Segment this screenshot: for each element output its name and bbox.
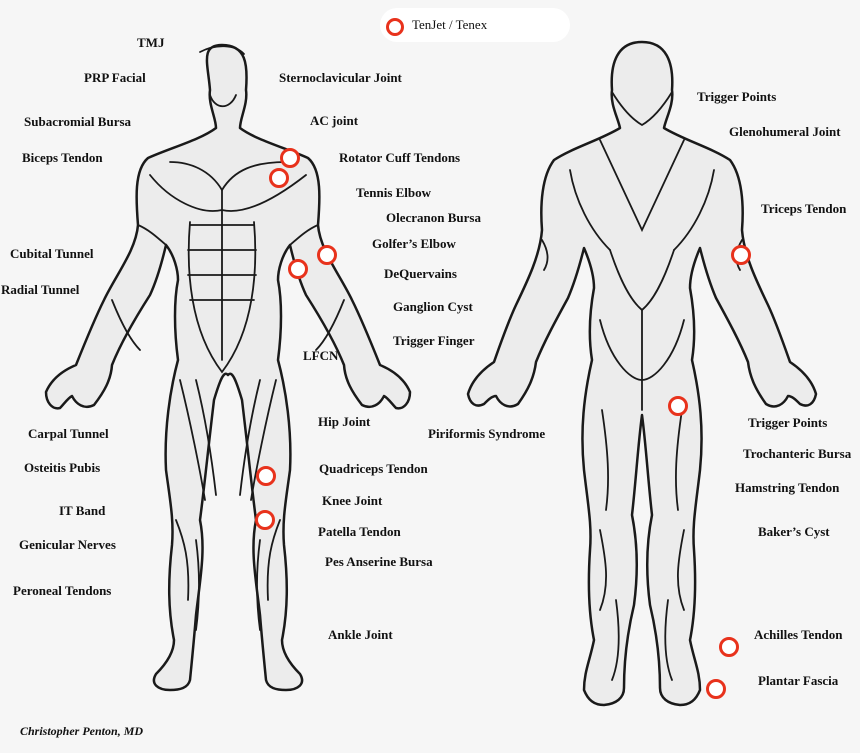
marker-ring [317, 245, 337, 265]
label-trochanteric-bursa: Trochanteric Bursa [743, 446, 852, 461]
marker-ring [668, 396, 688, 416]
label-dequervains: DeQuervains [384, 266, 457, 281]
label-pes-anserine-bursa: Pes Anserine Bursa [325, 554, 433, 569]
marker-rings [255, 148, 751, 699]
label-peroneal-tendons: Peroneal Tendons [13, 583, 112, 598]
label-bakers-cyst: Baker’s Cyst [758, 524, 830, 539]
marker-ring [269, 168, 289, 188]
label-rotator-cuff-tendons: Rotator Cuff Tendons [339, 150, 461, 165]
label-ankle-joint: Ankle Joint [328, 627, 393, 642]
back-body [466, 40, 818, 707]
author-credit: Christopher Penton, MD [20, 724, 144, 738]
label-trigger-points-upper: Trigger Points [697, 89, 777, 104]
marker-ring [719, 637, 739, 657]
marker-ring [280, 148, 300, 168]
legend: TenJet / Tenex [380, 8, 570, 42]
label-sternoclavicular-joint: Sternoclavicular Joint [279, 70, 402, 85]
label-triceps-tendon: Triceps Tendon [761, 201, 847, 216]
label-it-band: IT Band [59, 503, 106, 518]
label-hip-joint: Hip Joint [318, 414, 371, 429]
label-tmj: TMJ [137, 35, 165, 50]
label-knee-joint: Knee Joint [322, 493, 383, 508]
label-ganglion-cyst: Ganglion Cyst [393, 299, 473, 314]
label-olecranon-bursa: Olecranon Bursa [386, 210, 481, 225]
label-glenohumeral-joint: Glenohumeral Joint [729, 124, 841, 139]
label-trigger-finger: Trigger Finger [393, 333, 475, 348]
label-achilles-tendon: Achilles Tendon [754, 627, 843, 642]
label-hamstring-tendon: Hamstring Tendon [735, 480, 840, 495]
marker-ring [706, 679, 726, 699]
marker-ring [288, 259, 308, 279]
label-patella-tendon: Patella Tendon [318, 524, 401, 539]
label-subacromial-bursa: Subacromial Bursa [24, 114, 132, 129]
label-golfers-elbow: Golfer’s Elbow [372, 236, 456, 251]
front-body [44, 43, 412, 692]
legend-label: TenJet / Tenex [412, 17, 488, 32]
label-cubital-tunnel: Cubital Tunnel [10, 246, 94, 261]
marker-ring [255, 510, 275, 530]
marker-ring [731, 245, 751, 265]
label-genicular-nerves: Genicular Nerves [19, 537, 116, 552]
label-carpal-tunnel: Carpal Tunnel [28, 426, 109, 441]
label-piriformis-syndrome: Piriformis Syndrome [428, 426, 546, 441]
label-ac-joint: AC joint [310, 113, 359, 128]
label-lfcn: LFCN [303, 348, 339, 363]
label-osteitis-pubis: Osteitis Pubis [24, 460, 101, 475]
label-biceps-tendon: Biceps Tendon [22, 150, 103, 165]
marker-ring [256, 466, 276, 486]
label-quadriceps-tendon: Quadriceps Tendon [319, 461, 428, 476]
label-tennis-elbow: Tennis Elbow [356, 185, 432, 200]
label-trigger-points-lower: Trigger Points [748, 415, 828, 430]
label-prp-facial: PRP Facial [84, 70, 146, 85]
label-plantar-fascia: Plantar Fascia [758, 673, 839, 688]
ring-marker-icon [386, 18, 404, 36]
label-radial-tunnel: Radial Tunnel [1, 282, 80, 297]
